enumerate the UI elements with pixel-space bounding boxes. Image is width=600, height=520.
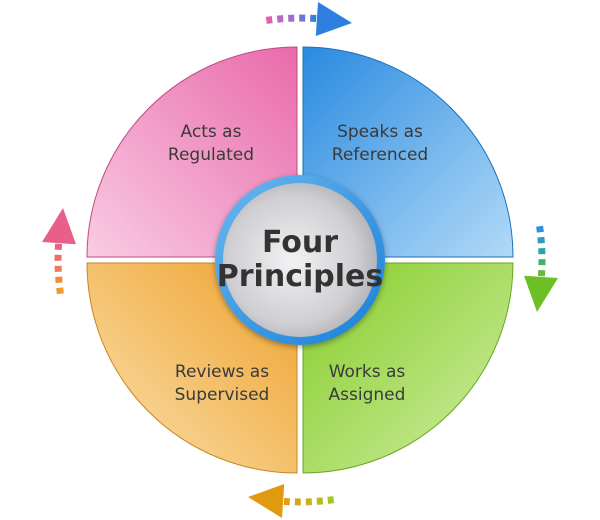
label-bottom-left-2: Supervised bbox=[175, 385, 270, 405]
label-top-right: Speaks as bbox=[337, 122, 423, 142]
label-bottom-right: Works as bbox=[329, 362, 406, 382]
arrow-right-icon bbox=[524, 225, 558, 312]
arrow-top-icon bbox=[265, 2, 352, 36]
label-bottom-right-2: Assigned bbox=[329, 385, 406, 405]
label-top-left: Acts as bbox=[181, 122, 242, 142]
center-title-line1: Four bbox=[262, 225, 338, 260]
label-bottom-left: Reviews as bbox=[175, 362, 269, 382]
arrow-bottom-icon bbox=[248, 484, 335, 518]
label-top-right-2: Referenced bbox=[332, 145, 428, 165]
center-title-line2: Principles bbox=[217, 259, 383, 294]
label-top-left-2: Regulated bbox=[168, 145, 254, 165]
arrow-left-icon bbox=[42, 208, 76, 295]
center-hub bbox=[215, 175, 385, 345]
